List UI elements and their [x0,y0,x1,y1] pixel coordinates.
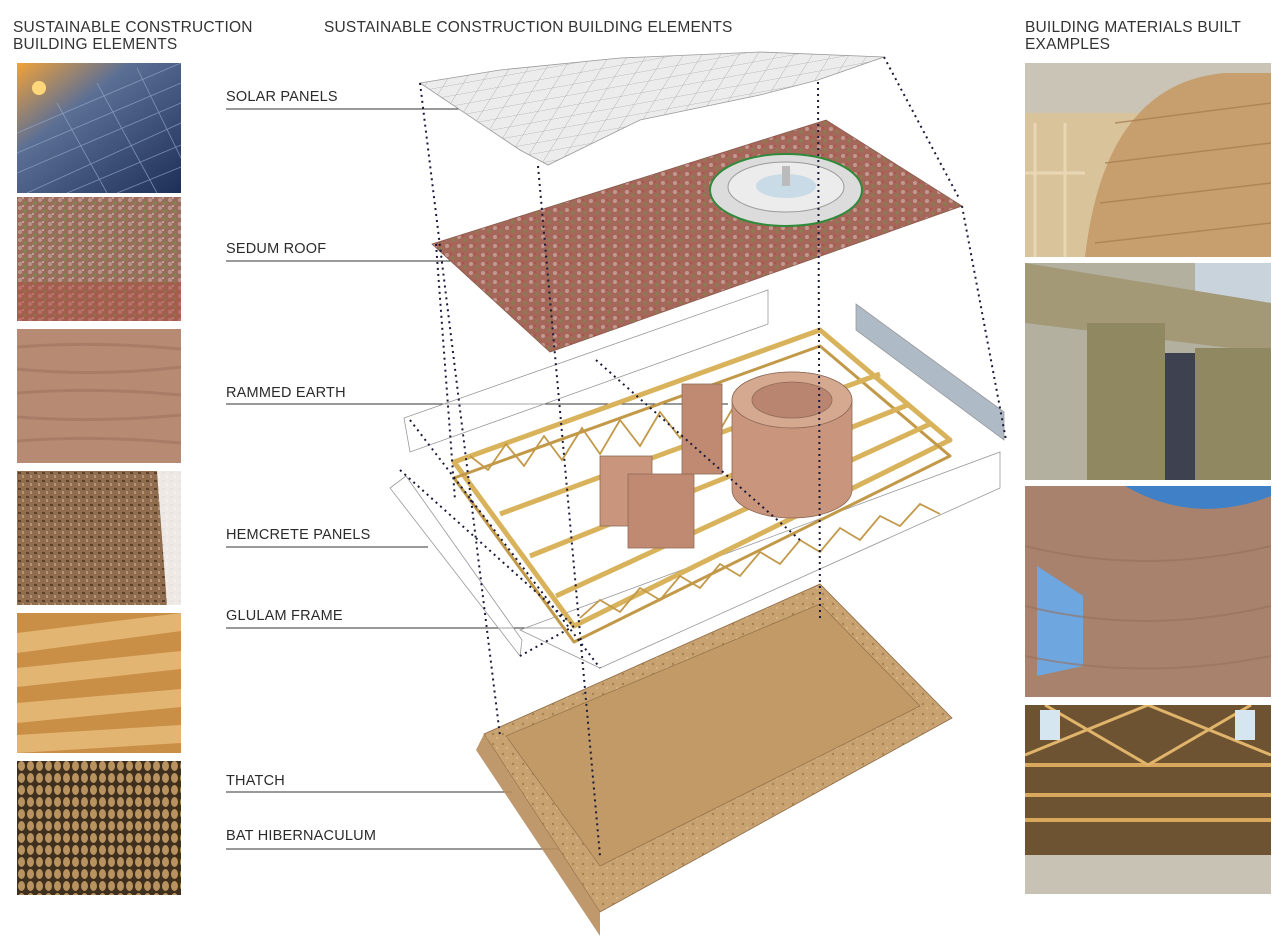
glulam-swatch [17,613,181,753]
thatched-wall-photo [1025,63,1271,257]
label-sedum-roof: SEDUM ROOF [226,241,327,257]
left-column-heading: SUSTAINABLE CONSTRUCTION BUILDING ELEMEN… [13,19,253,53]
label-hemcrete-panels: HEMCRETE PANELS [226,527,371,543]
label-glulam-frame: GLULAM FRAME [226,608,343,624]
glulam-hall-photo [1025,705,1271,894]
label-solar-panels: SOLAR PANELS [226,89,338,105]
diagram-heading: SUSTAINABLE CONSTRUCTION BUILDING ELEMEN… [324,19,733,36]
solar-panel-swatch [17,63,181,193]
straw-columns-photo [1025,263,1271,480]
hemcrete-panel-layer [389,289,1005,669]
label-rammed-earth: RAMMED EARTH [226,385,346,401]
label-bat-hibernaculum: BAT HIBERNACULUM [226,828,377,844]
rammed-earth-wall-photo [1025,486,1271,697]
thatch-base-layer [476,583,953,936]
rammed-earth-swatch [17,329,181,463]
hemcrete-swatch [17,471,181,605]
solar-panel-layer [418,51,885,166]
rammed-earth-layer [599,371,853,549]
label-thatch: THATCH [226,773,285,789]
right-column-heading: BUILDING MATERIALS BUILT EXAMPLES [1025,19,1241,53]
sedum-roof-swatch [17,197,181,321]
sedum-roof-layer [431,119,963,353]
thatch-swatch [17,761,181,895]
projection-lines [399,56,1007,857]
